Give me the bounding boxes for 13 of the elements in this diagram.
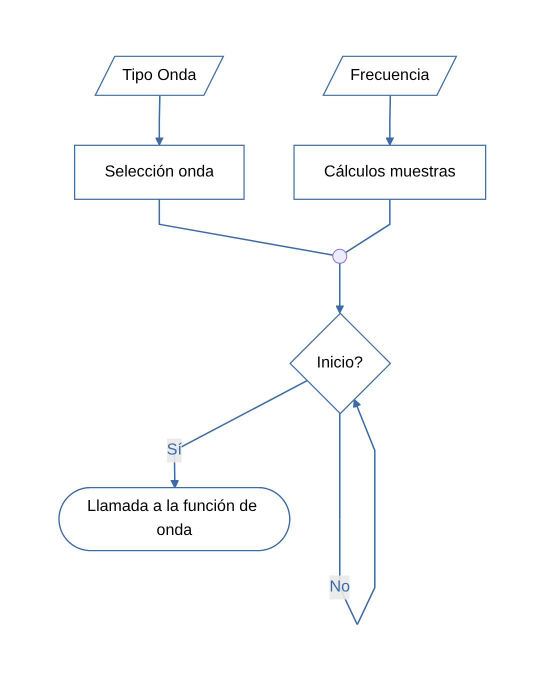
connector <box>344 199 390 254</box>
arrow <box>385 96 394 146</box>
node-box: Selección onda <box>74 144 244 200</box>
arrow <box>335 263 344 314</box>
edge-label: Sí <box>166 442 182 459</box>
edge-label: No <box>329 578 350 596</box>
node-circle <box>332 248 347 264</box>
arrow <box>154 96 164 146</box>
arrow <box>338 398 376 625</box>
arrow <box>170 380 307 488</box>
connector <box>158 199 333 256</box>
node-diamond: Inicio? <box>288 312 391 414</box>
node-box: Cálculos muestras <box>293 144 486 200</box>
